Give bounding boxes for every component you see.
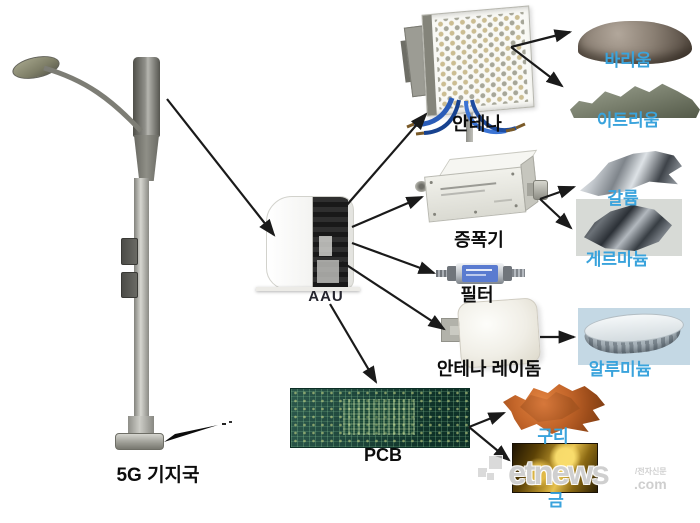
pole-base-column: [128, 416, 154, 436]
arrow-aau-to-pcb: [329, 303, 378, 384]
pcb-image: [290, 388, 470, 448]
filter-nut-right: [503, 266, 512, 281]
filter-blue-label: [462, 265, 498, 282]
barium-ore-image: [578, 21, 692, 64]
etnews-logo-icon: [478, 456, 508, 488]
pole-collar: [133, 135, 160, 181]
aluminum-label: 알루미늄: [588, 360, 652, 379]
arrow-aau-to-filter: [351, 241, 437, 275]
pole-top-antenna-cylinder: [133, 57, 160, 137]
germanium-image: [576, 199, 682, 256]
germanium-crystal: [584, 205, 672, 251]
arrow-amplifier-to-germanium: [539, 198, 573, 230]
pole-base-shadow: [164, 425, 218, 442]
aau-unit-image: [266, 196, 354, 290]
filter-label: 필터: [460, 285, 494, 305]
antenna-label: 안테나: [452, 114, 502, 134]
watermark-domain: .com: [634, 476, 667, 492]
germanium-label: 게르마늄: [585, 250, 649, 269]
pole-equipment-box: [121, 272, 138, 298]
amplifier-image: [420, 146, 540, 237]
yttrium-label: 이트리움: [596, 111, 660, 130]
arrow-aau-to-radome: [341, 261, 446, 331]
watermark: etnews /전자신문 .com: [478, 450, 700, 510]
amplifier-connector-right: [533, 180, 548, 200]
lamp-arm: [43, 65, 143, 133]
arrow-pcb-to-copper: [468, 411, 507, 429]
antenna-array-image: [421, 5, 535, 117]
pole-base-shadow-dot: [222, 423, 226, 425]
pcb-chip-area: [343, 399, 415, 435]
aluminum-image: [578, 308, 690, 365]
pcb-label: PCB: [363, 445, 402, 465]
pole-shaft: [134, 178, 149, 423]
pole-equipment-box: [121, 238, 138, 265]
radome-bracket: [450, 326, 462, 335]
arrow-pole-to-aau: [166, 98, 276, 237]
arrow-aau-to-amplifier: [351, 195, 425, 229]
filter-pin-right: [512, 269, 525, 277]
aau-label: AAU: [308, 288, 344, 305]
gold-image: [512, 443, 598, 493]
amplifier-label: 증폭기: [454, 230, 504, 250]
watermark-tagline: /전자신문: [635, 467, 667, 476]
gold-label: 금: [548, 491, 564, 510]
pole-base-flange: [115, 433, 164, 450]
aau-base-plate: [256, 287, 360, 291]
radome-image: [456, 297, 542, 369]
antenna-element-grid: [434, 11, 529, 110]
watermark-brand: etnews: [508, 454, 610, 491]
filter-nut-left: [447, 266, 457, 281]
amplifier-connector-right: [527, 183, 534, 196]
radome-label: 안테나 레이돔: [436, 359, 542, 379]
arrow-aau-to-antenna: [345, 112, 428, 207]
barium-label: 바리움: [604, 51, 652, 70]
street-lamp-head: [10, 52, 62, 83]
base-station-label: 5G 기지국: [116, 465, 200, 486]
gallium-label: 갈륨: [607, 189, 639, 208]
copper-label: 구리: [537, 427, 569, 446]
pole-base-shadow-dot: [229, 421, 232, 423]
